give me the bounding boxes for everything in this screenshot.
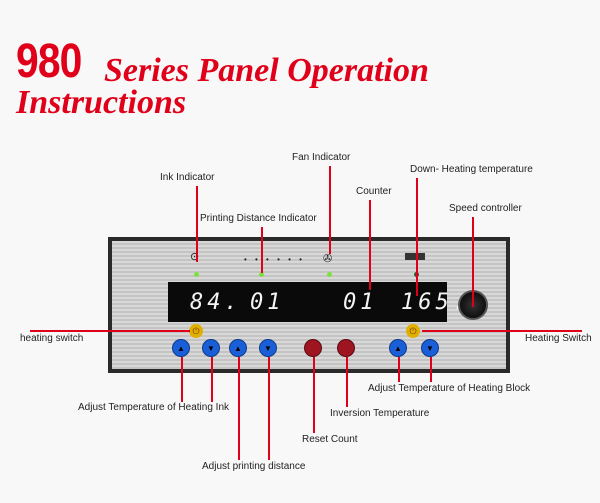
ink-led bbox=[194, 272, 199, 277]
label-speed-controller: Speed controller bbox=[449, 203, 522, 214]
pointer-line bbox=[238, 357, 240, 460]
label-fan-indicator: Fan Indicator bbox=[292, 152, 351, 163]
distance-down-button[interactable]: ▼ bbox=[259, 339, 277, 357]
pointer-line bbox=[261, 227, 263, 273]
pointer-line bbox=[196, 186, 198, 262]
counter-readout: 01 bbox=[343, 290, 378, 315]
label-printing-distance-indicator: Printing Distance Indicator bbox=[200, 213, 317, 224]
ink-temp-up-button[interactable]: ▲ bbox=[172, 339, 190, 357]
block-temp-readout: 165. bbox=[401, 290, 470, 315]
distance-readout: 01 bbox=[250, 290, 285, 315]
pointer-line bbox=[313, 357, 315, 433]
pointer-line bbox=[346, 357, 348, 407]
title-line2: Instructions bbox=[16, 84, 187, 121]
fan-led bbox=[327, 272, 332, 277]
title-line1: Series Panel Operation bbox=[104, 52, 429, 89]
pointer-line bbox=[472, 217, 474, 307]
ink-temp-readout: 84. bbox=[190, 290, 242, 315]
heating-switch-right[interactable]: ⏻ bbox=[406, 324, 420, 338]
label-down-heating: Down- Heating temperature bbox=[410, 164, 533, 175]
distance-up-button[interactable]: ▲ bbox=[229, 339, 247, 357]
block-temp-down-button[interactable]: ▼ bbox=[421, 339, 439, 357]
label-adjust-distance: Adjust printing distance bbox=[202, 461, 306, 472]
ink-temp-down-button[interactable]: ▼ bbox=[202, 339, 220, 357]
label-inversion-temp: Inversion Temperature bbox=[330, 408, 430, 419]
distance-dots-icon: • • • • • • bbox=[244, 255, 305, 264]
led-display bbox=[168, 282, 447, 322]
pointer-line bbox=[211, 357, 213, 402]
heating-switch-left[interactable]: ⏻ bbox=[189, 324, 203, 338]
pointer-line bbox=[369, 200, 371, 290]
pointer-line bbox=[329, 166, 331, 254]
fan-icon: ✇ bbox=[323, 253, 333, 265]
label-counter: Counter bbox=[356, 186, 392, 197]
label-adjust-block: Adjust Temperature of Heating Block bbox=[368, 383, 531, 394]
label-reset-count: Reset Count bbox=[302, 434, 358, 445]
title-number: 980 bbox=[16, 35, 82, 88]
pointer-line bbox=[268, 357, 270, 460]
ink-indicator-icon: ⊙ bbox=[190, 251, 200, 263]
pointer-line bbox=[430, 357, 432, 382]
label-heating-switch-left: heating switch bbox=[20, 333, 84, 344]
distance-led bbox=[259, 272, 264, 277]
block-temp-up-button[interactable]: ▲ bbox=[389, 339, 407, 357]
pointer-line bbox=[416, 178, 418, 296]
pointer-line bbox=[181, 357, 183, 402]
reset-count-button[interactable] bbox=[304, 339, 322, 357]
pointer-line bbox=[398, 357, 400, 382]
pointer-line bbox=[422, 330, 582, 332]
inversion-temp-button[interactable] bbox=[337, 339, 355, 357]
pointer-line bbox=[30, 330, 190, 332]
label-heating-switch-right: Heating Switch bbox=[525, 333, 592, 344]
label-ink-indicator: Ink Indicator bbox=[160, 172, 215, 183]
heating-block-icon bbox=[405, 253, 425, 260]
label-adjust-ink: Adjust Temperature of Heating Ink bbox=[78, 402, 230, 413]
